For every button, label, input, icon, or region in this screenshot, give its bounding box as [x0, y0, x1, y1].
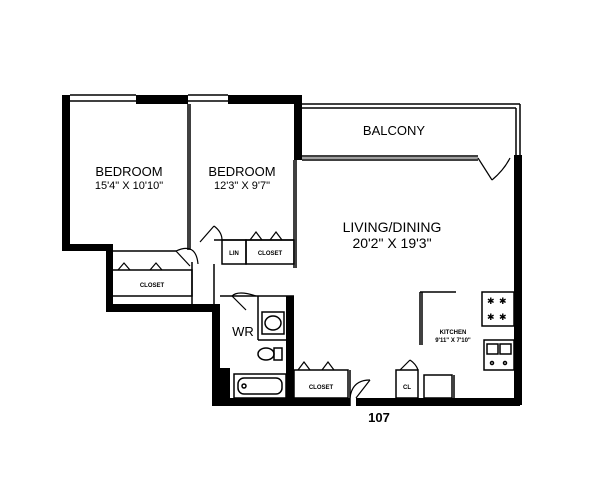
- closet-hall-name: CLOSET: [309, 385, 334, 391]
- bedroom1-size: 15'4" X 10'10": [95, 180, 163, 192]
- kitchen-name: KITCHEN: [440, 330, 467, 336]
- svg-text:✱: ✱: [499, 296, 507, 306]
- living-name: LIVING/DINING: [343, 219, 442, 235]
- svg-text:✱: ✱: [487, 296, 495, 306]
- bedroom2-size: 12'3" X 9'7": [214, 180, 270, 192]
- cl-name: CL: [403, 385, 411, 391]
- stove-burners-icon: ✱ ✱ ✱ ✱: [487, 296, 507, 322]
- closet-bed1-name: CLOSET: [140, 283, 165, 289]
- svg-text:✱: ✱: [499, 312, 507, 322]
- closet-bed2-name: CLOSET: [258, 251, 283, 257]
- room-labels: BEDROOM 15'4" X 10'10" BEDROOM 12'3" X 9…: [95, 123, 471, 425]
- lin-name: LIN: [229, 251, 239, 257]
- interior-walls: [70, 94, 521, 406]
- bedroom1-name: BEDROOM: [95, 164, 162, 179]
- door-swings: [117, 157, 511, 399]
- exterior-walls: [62, 95, 522, 406]
- living-size: 20'2" X 19'3": [352, 235, 431, 251]
- kitchen-size: 9'11" X 7'10": [435, 338, 471, 344]
- bedroom2-name: BEDROOM: [208, 164, 275, 179]
- svg-text:✱: ✱: [487, 312, 495, 322]
- unit-number: 107: [368, 410, 390, 425]
- balcony-name: BALCONY: [363, 123, 425, 138]
- wr-name: WR: [232, 324, 254, 339]
